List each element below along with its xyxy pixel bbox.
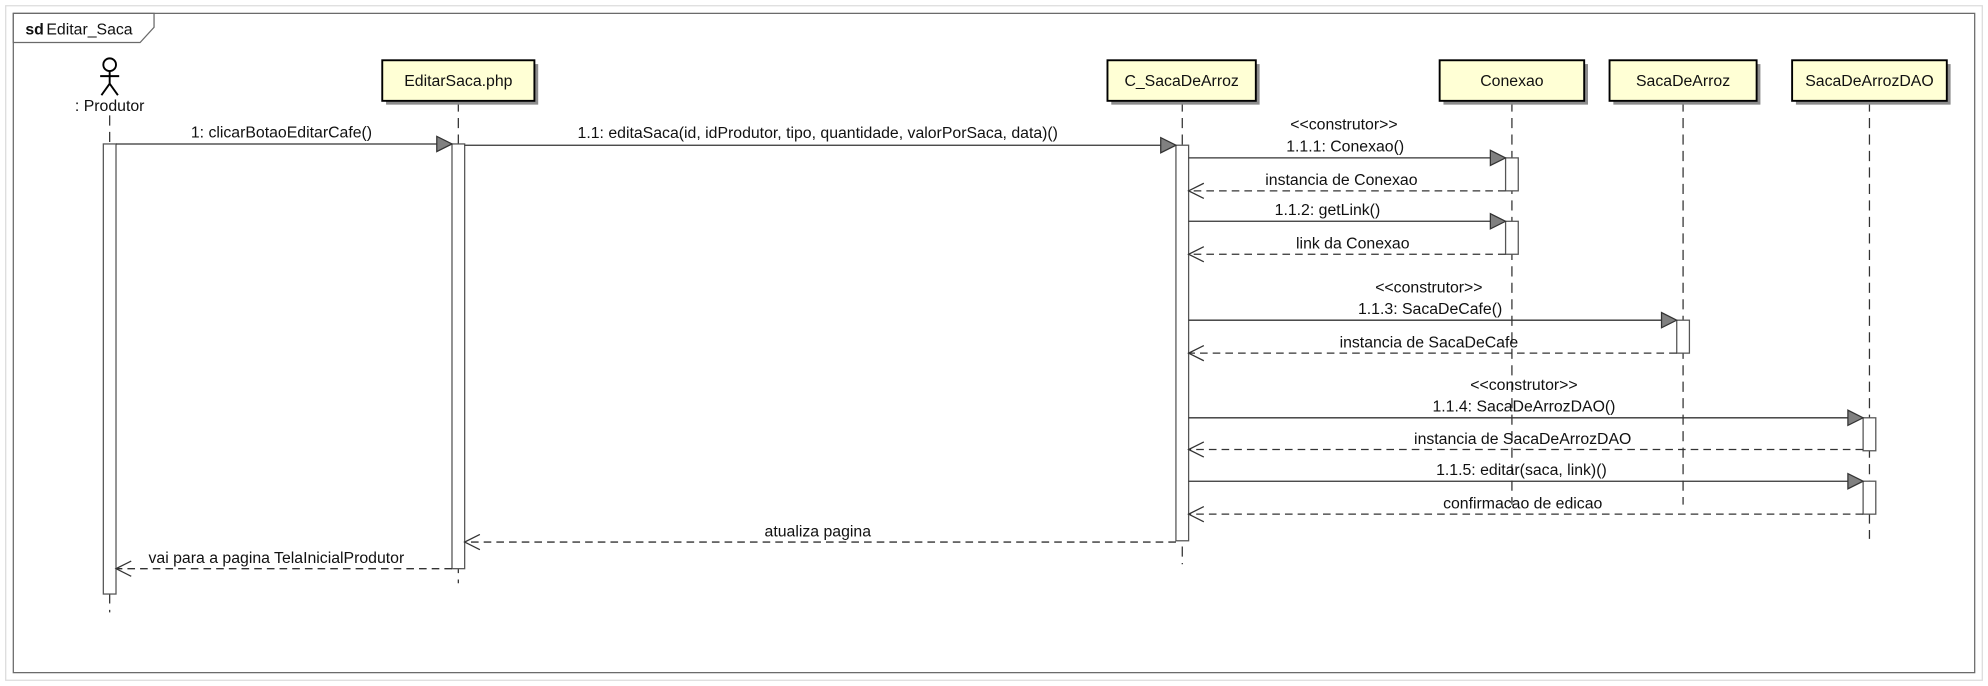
return-arrowhead-4 [1187,182,1205,200]
activation-bar-produtor [102,143,117,595]
lifeline-head-label: SacaDeArrozDAO [1805,73,1933,90]
return-label-6: link da Conexao [1296,236,1410,253]
return-arrowhead-12 [1187,505,1205,523]
lifeline-head-box [381,59,536,102]
actor-produtor: : Produtor [75,57,145,115]
lifeline-head-box [1106,59,1257,102]
message-label-3: 1.1.1: Conexao() [1286,139,1404,156]
actor-leg-left [100,83,111,96]
lifeline-head-c-sacadearroz: C_SacaDeArroz [1106,59,1260,105]
message-arrowhead-2 [1160,136,1178,154]
lifeline-head-label: Conexao [1480,73,1544,90]
message-arrowhead-7 [1660,311,1679,329]
activation-bar-sacadearrozdao-1 [1862,417,1877,452]
message-label-2: 1.1: editaSaca(id, idProdutor, tipo, qua… [578,125,1058,142]
message-stereotype-7: <<construtor>> [1375,279,1482,296]
lifeline-head-label: C_SacaDeArroz [1124,73,1238,90]
return-arrowhead-10 [1187,441,1205,458]
lifeline-head-box [1791,59,1948,102]
sequence-frame [12,12,1976,674]
lifeline-head-label: EditarSaca.php [404,73,512,90]
lifeline-head-sacadearroz: SacaDeArroz [1608,59,1761,105]
actor-head [102,57,117,72]
lifeline-head-conexao: Conexao [1438,59,1588,105]
frame-tab-shape [12,12,155,44]
image-border [5,5,1983,681]
message-label-1: 1: clicarBotaoEditarCafe() [191,125,372,142]
lifeline-head-box [1608,59,1758,102]
message-label-11: 1.1.5: editar(saca, link)() [1436,462,1607,479]
return-label-10: instancia de SacaDeArrozDAO [1414,431,1631,448]
activation-bar-conexao-2 [1504,220,1519,255]
message-arrowhead-1 [436,135,454,153]
actor-label: : Produtor [75,98,145,115]
return-label-13: atualiza pagina [765,523,872,540]
message-arrowhead-9 [1847,409,1865,427]
message-label-5: 1.1.2: getLink() [1275,202,1381,219]
message-label-7: 1.1.3: SacaDeCafe() [1358,301,1502,318]
frame-name: Editar_Saca [46,21,132,38]
activation-bar-sacadearroz [1676,319,1691,354]
activation-bar-c-sacadearroz [1175,144,1190,542]
actor-icon [100,57,120,96]
lifeline-head-editarsaca-php: EditarSaca.php [381,59,539,105]
activation-bar-sacadearrozdao-2 [1862,480,1877,515]
activation-bars [102,143,1877,595]
frame-keyword: sd [25,21,43,38]
return-label-4: instancia de Conexao [1265,172,1417,189]
message-label-9: 1.1.4: SacaDeArrozDAO() [1432,398,1615,415]
activation-bar-editarsaca-php [451,143,466,570]
return-arrowhead-14 [114,560,132,577]
lifeline-head-sacadearrozdao: SacaDeArrozDAO [1791,59,1951,105]
return-arrowhead-8 [1187,344,1205,362]
return-label-12: confirmacao de edicao [1443,495,1602,512]
message-arrowhead-5 [1489,212,1507,230]
return-arrowhead-13 [463,533,481,551]
messages: 1: clicarBotaoEditarCafe() 1.1: editaSac… [114,116,1865,577]
message-arrowhead-11 [1847,472,1865,490]
return-label-14: vai para a pagina TelaInicialProdutor [149,550,405,567]
lifeline-head-label: SacaDeArroz [1636,73,1730,90]
lifelines [109,101,1871,613]
activation-bar-conexao-1 [1504,157,1519,192]
return-label-8: instancia de SacaDeCafe [1340,334,1519,351]
message-stereotype-3: <<construtor>> [1290,116,1397,133]
lifeline-head-box [1438,59,1586,102]
return-arrowhead-6 [1187,246,1205,263]
message-stereotype-9: <<construtor>> [1470,377,1577,394]
message-arrowhead-3 [1489,149,1507,167]
actor-leg-right [108,83,119,96]
